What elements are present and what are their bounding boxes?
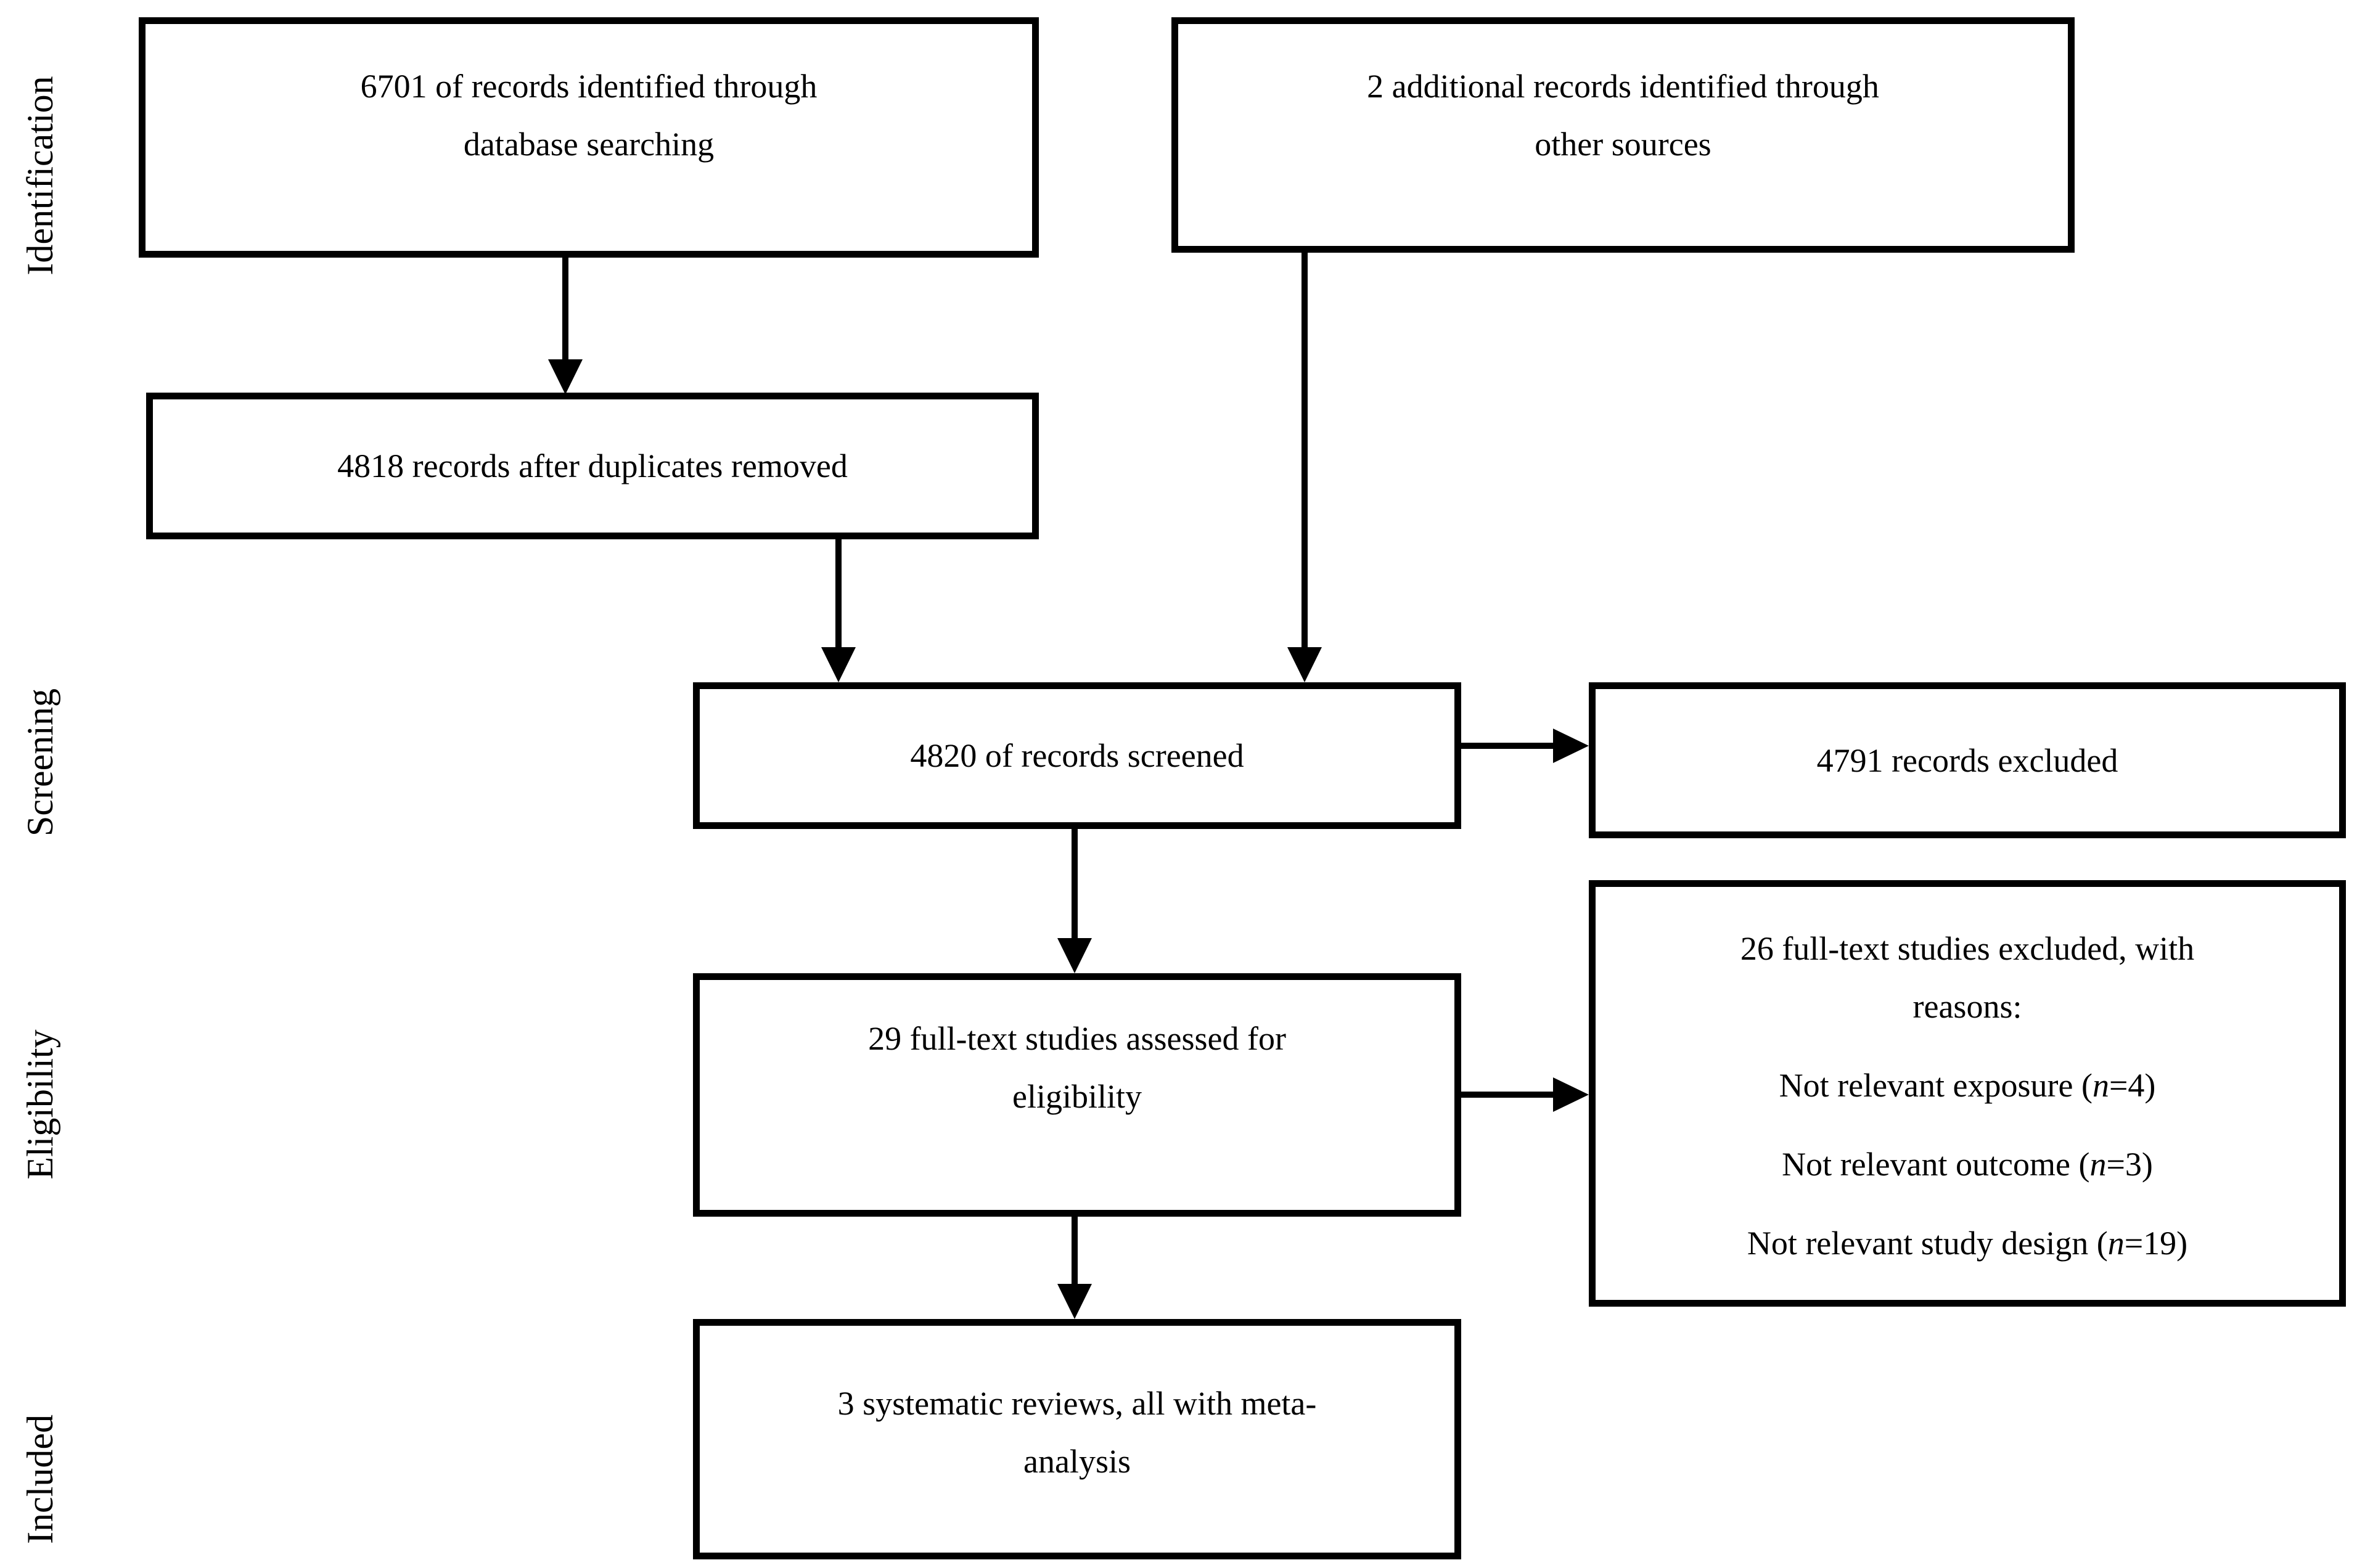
box-text-line: eligibility <box>1012 1078 1142 1115</box>
arrow-line <box>1460 743 1556 749</box>
reason-text: Not relevant exposure ( <box>1779 1067 2093 1104</box>
box-records-excluded: 4791 records excluded <box>1589 682 2346 838</box>
arrowhead-down-icon <box>1057 1284 1092 1319</box>
reason-text: Not relevant outcome ( <box>1782 1146 2090 1183</box>
box-text-line: 29 full-text studies assessed for <box>868 1020 1286 1057</box>
box-text-line: analysis <box>1023 1443 1131 1480</box>
reason-n-symbol: n <box>2107 1225 2125 1262</box>
reason-n-symbol: n <box>2089 1146 2107 1183</box>
arrow-line <box>1072 829 1078 940</box>
box-records-identified-database: 6701 of records identified through datab… <box>139 17 1039 258</box>
box-records-after-duplicates-removed: 4818 records after duplicates removed <box>146 393 1039 539</box>
box-text-line: 4791 records excluded <box>1816 741 2118 779</box>
box-text-line: reasons: <box>1912 988 2022 1025</box>
stage-label-screening: Screening <box>20 688 60 836</box>
box-fulltext-excluded-with-reasons: 26 full-text studies excluded, with reas… <box>1589 880 2346 1307</box>
exclusion-reason: Not relevant study design (n=19) <box>1596 1214 2339 1272</box>
exclusion-reason: Not relevant exposure (n=4) <box>1596 1056 2339 1114</box>
box-text-line: other sources <box>1535 126 1711 163</box>
box-text-line: 26 full-text studies excluded, with <box>1740 930 2195 967</box>
exclusion-reason: Not relevant outcome (n=3) <box>1596 1135 2339 1193</box>
reason-n-symbol: n <box>2092 1067 2109 1104</box>
box-included-systematic-reviews: 3 systematic reviews, all with meta- ana… <box>693 1319 1461 1559</box>
reason-text: Not relevant study design ( <box>1747 1225 2108 1262</box>
arrow-line <box>1072 1217 1078 1286</box>
arrow-line <box>1460 1092 1556 1098</box>
box-text-line: 4818 records after duplicates removed <box>337 447 848 484</box>
box-text-line: database searching <box>463 126 715 163</box>
arrowhead-right-icon <box>1553 729 1589 763</box>
reason-count: =19) <box>2124 1225 2188 1262</box>
reason-count: =4) <box>2109 1067 2156 1104</box>
arrowhead-down-icon <box>548 359 583 394</box>
arrowhead-down-icon <box>821 647 856 682</box>
box-records-screened: 4820 of records screened <box>693 682 1461 829</box>
arrowhead-right-icon <box>1553 1077 1589 1112</box>
exclusion-title: 26 full-text studies excluded, with reas… <box>1596 920 2339 1035</box>
arrowhead-down-icon <box>1287 647 1322 682</box>
arrow-line <box>562 258 568 362</box>
box-text-line: 3 systematic reviews, all with meta- <box>837 1385 1317 1422</box>
box-text-line: 2 additional records identified through <box>1367 68 1879 105</box>
box-text-line: 4820 of records screened <box>910 737 1244 774</box>
reason-count: =3) <box>2106 1146 2153 1183</box>
box-fulltext-assessed: 29 full-text studies assessed for eligib… <box>693 973 1461 1217</box>
arrow-line <box>835 538 842 649</box>
box-text-line: 6701 of records identified through <box>360 68 818 105</box>
box-records-identified-other-sources: 2 additional records identified through … <box>1171 17 2075 253</box>
arrow-line <box>1301 253 1308 648</box>
stage-label-included: Included <box>20 1415 60 1544</box>
stage-label-eligibility: Eligibility <box>20 1029 60 1180</box>
arrowhead-down-icon <box>1057 938 1092 973</box>
stage-label-identification: Identification <box>20 76 60 276</box>
